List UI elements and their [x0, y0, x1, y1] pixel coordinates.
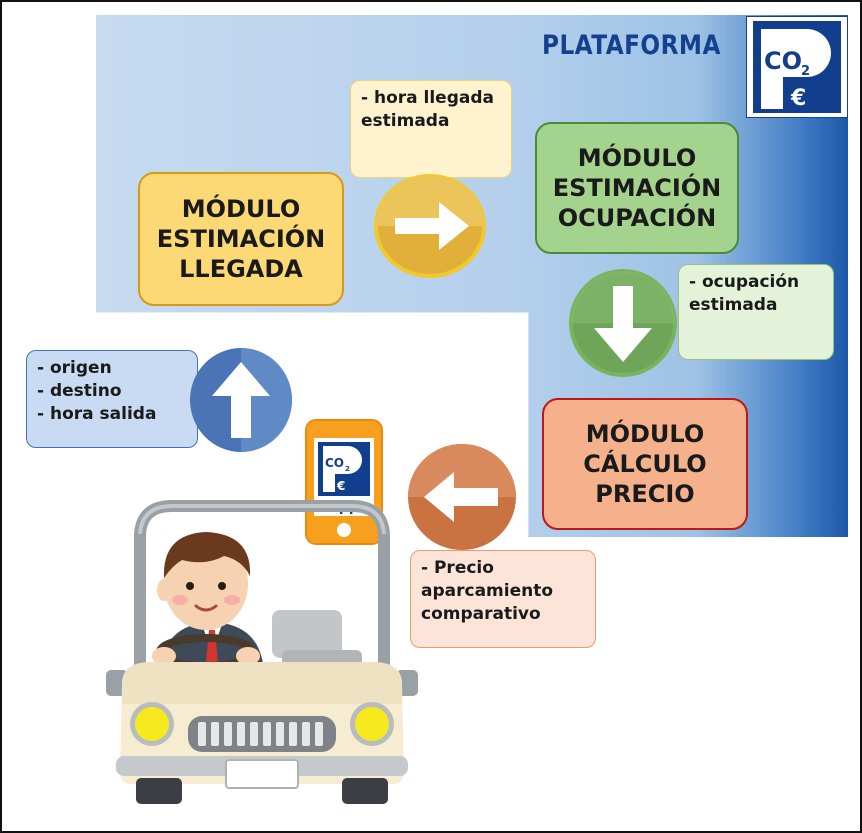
logo-co2-subscript: 2 — [801, 64, 810, 79]
arrow-down-icon — [568, 268, 678, 378]
logo-euro-symbol: € — [790, 86, 806, 111]
arrow-right-icon — [373, 174, 487, 278]
arrow-up-icon — [188, 346, 294, 454]
note-inputs-text: - origen - destino - hora salida — [37, 358, 157, 424]
module-llegada-label: MÓDULO ESTIMACIÓN LLEGADA — [156, 195, 326, 283]
note-precio-text: - Precio aparcamiento comparativo — [421, 558, 554, 624]
phone-co2-subscript: 2 — [345, 465, 350, 473]
note-hora-llegada-text: - hora llegada estimada — [361, 88, 494, 131]
note-ocupacion-text: - ocupación estimada — [689, 272, 800, 315]
platform-title: PLATAFORMA — [542, 30, 721, 61]
module-calculo-precio: MÓDULO CÁLCULO PRECIO — [542, 398, 748, 530]
parking-co2-logo: CO 2 € — [746, 16, 848, 118]
phone-co2-text: CO — [325, 456, 344, 470]
logo-co2-text: CO — [764, 47, 802, 75]
arrow-left-icon — [406, 442, 518, 552]
driver-car-illustration — [102, 494, 422, 810]
phone-euro-symbol: € — [336, 479, 345, 493]
note-hora-llegada: - hora llegada estimada — [350, 80, 512, 178]
note-precio: - Precio aparcamiento comparativo — [410, 550, 596, 648]
module-estimacion-llegada: MÓDULO ESTIMACIÓN LLEGADA — [138, 172, 344, 306]
module-ocupacion-label: MÓDULO ESTIMACIÓN OCUPACIÓN — [552, 144, 722, 232]
module-estimacion-ocupacion: MÓDULO ESTIMACIÓN OCUPACIÓN — [535, 122, 739, 254]
note-inputs: - origen - destino - hora salida — [26, 350, 198, 448]
module-precio-label: MÓDULO CÁLCULO PRECIO — [583, 420, 707, 508]
note-ocupacion: - ocupación estimada — [678, 264, 834, 360]
